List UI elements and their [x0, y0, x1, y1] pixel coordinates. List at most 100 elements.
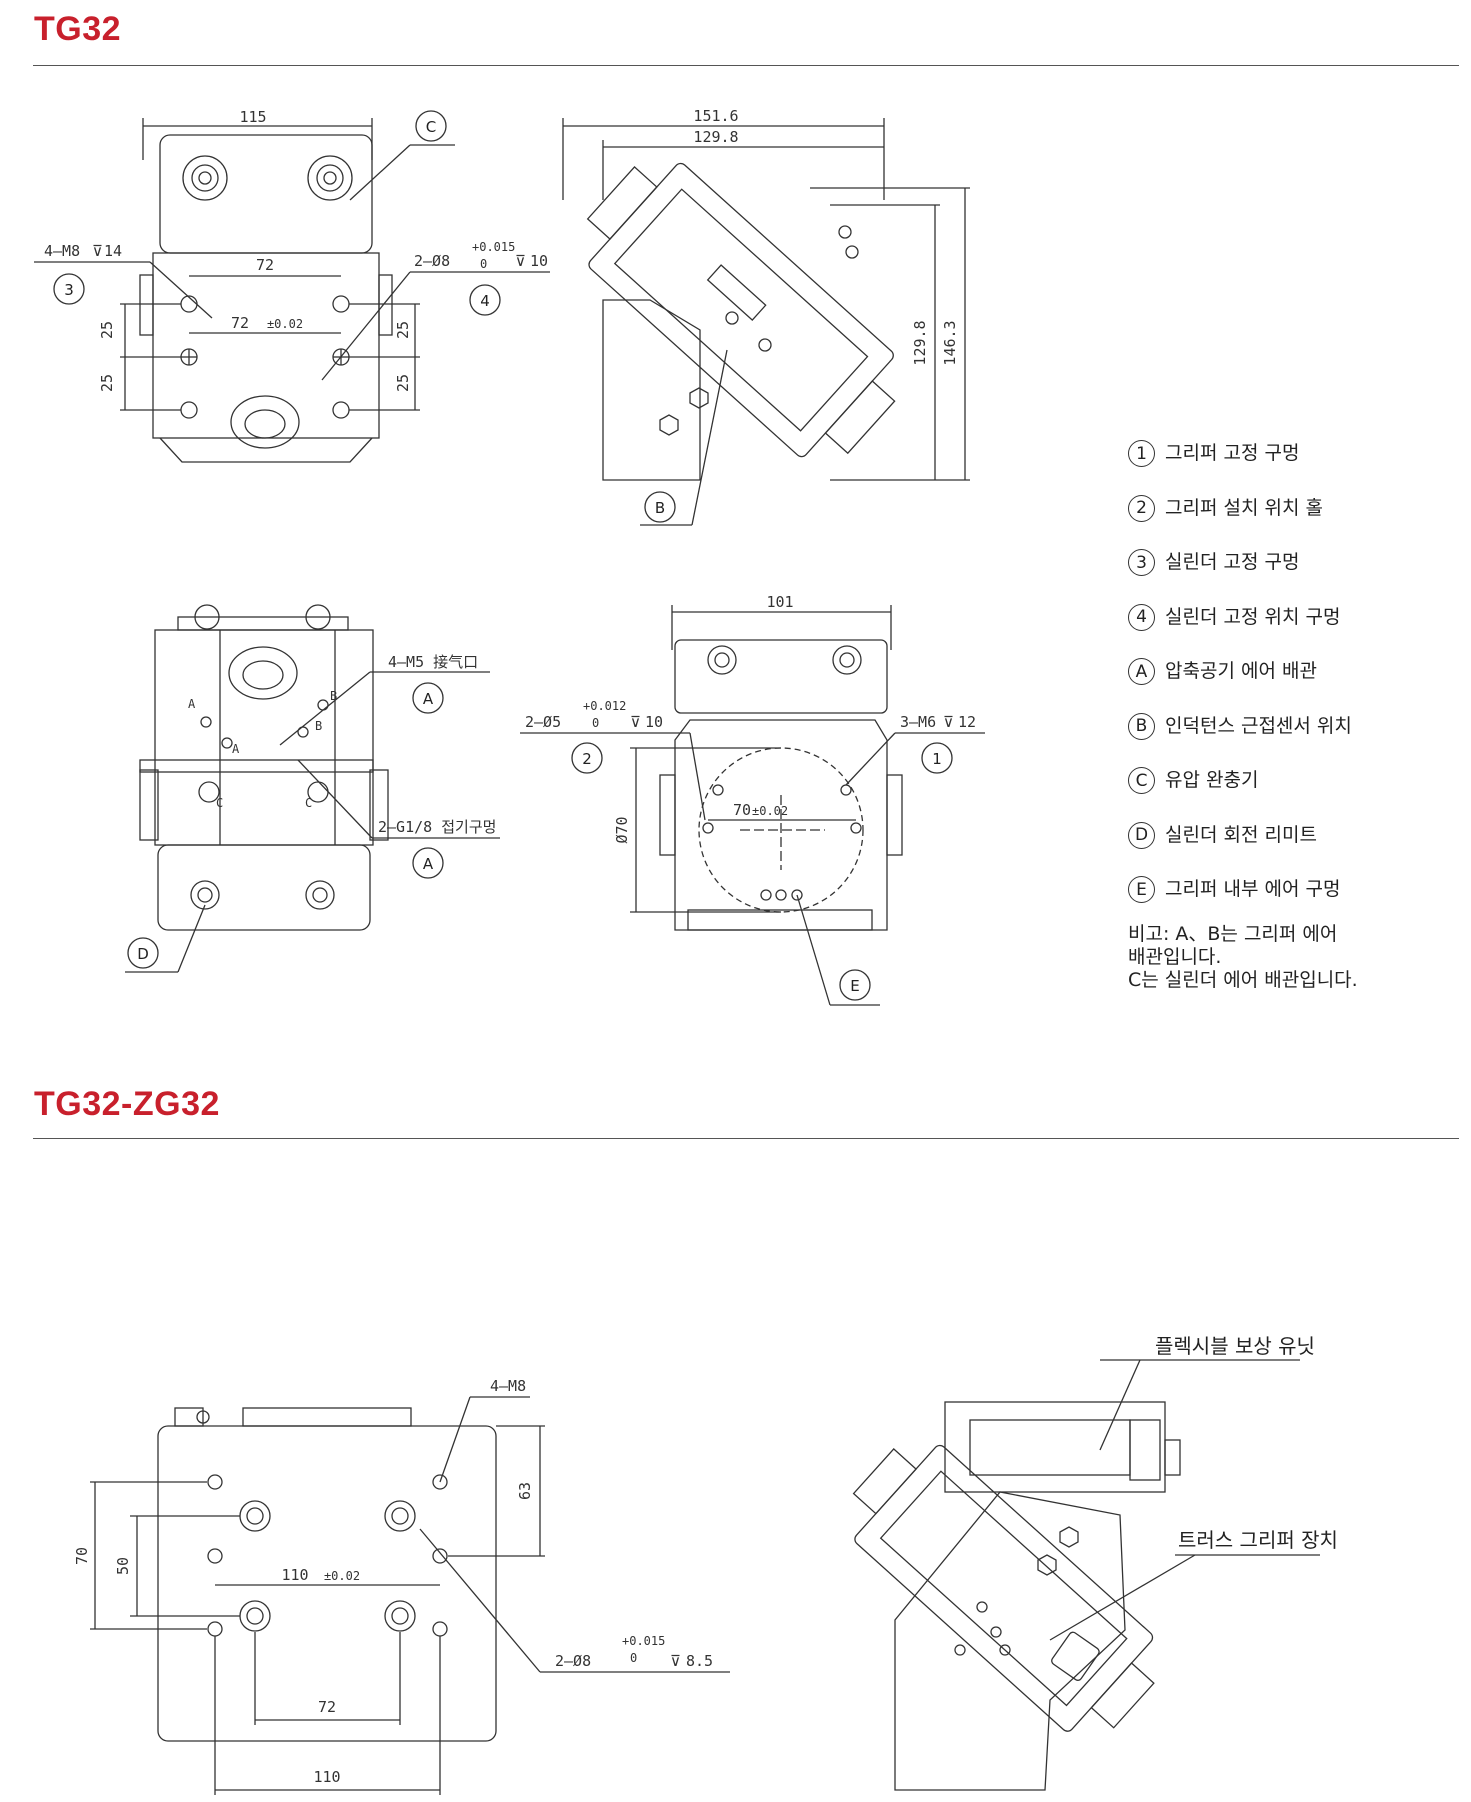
- dim-72-tolerance: ±0.02: [267, 317, 303, 331]
- legend-text: 그리퍼 고정 구멍: [1165, 442, 1300, 464]
- legend-item-a: A 압축공기 에어 배관: [1128, 658, 1458, 713]
- svg-text:⊽: ⊽: [943, 713, 954, 731]
- legend-key-circle: 4: [1128, 603, 1155, 631]
- dim-25-left-a: 25: [98, 321, 116, 339]
- legend-item-1: 1 그리퍼 고정 구멍: [1128, 440, 1458, 495]
- legend-key-circle: 2: [1128, 494, 1155, 522]
- dim-110-tol: ±0.02: [324, 1569, 360, 1583]
- legend-item-3: 3 실린더 고정 구멍: [1128, 549, 1458, 604]
- callout-zg-tol-low: 0: [630, 1651, 637, 1665]
- bubble-2: 2: [582, 750, 592, 768]
- mark-a2: A: [232, 742, 240, 756]
- mark-b1: B: [330, 689, 337, 703]
- bubble-b: B: [655, 499, 665, 517]
- mark-c1: C: [216, 796, 223, 810]
- callout-zg-4-m8: 4–M8: [490, 1377, 526, 1395]
- legend-item-d: D 실린더 회전 리미트: [1128, 821, 1458, 877]
- dim-72-zg: 72: [318, 1698, 336, 1716]
- svg-text:⊽: ⊽: [515, 252, 526, 270]
- callout-2-dia5-tol-low: 0: [592, 716, 599, 730]
- dim-70-zg: 70: [73, 1547, 91, 1565]
- callout-2-dia8: 2–Ø8: [414, 252, 450, 270]
- dim-dia70: Ø70: [613, 816, 631, 843]
- dim-72: 72: [256, 256, 274, 274]
- section-title-tg32-zg32: TG32-ZG32: [34, 1085, 220, 1123]
- view-rear-bottom-left: A A B B C C 4–M5 接气口 A 2–G1/8 접기구멍 A D: [125, 604, 500, 973]
- dim-110-zg: 110: [313, 1768, 340, 1786]
- svg-text:⊽: ⊽: [670, 1652, 681, 1670]
- bubble-d: D: [137, 945, 149, 963]
- dim-25-right-a: 25: [394, 321, 412, 339]
- bubble-4: 4: [480, 292, 490, 310]
- bubble-1: 1: [932, 750, 942, 768]
- legend-key-circle: D: [1128, 821, 1155, 849]
- dim-72-tol: 72: [231, 314, 249, 332]
- legend-text: 그리퍼 설치 위치 홀: [1165, 496, 1323, 519]
- callout-4-m8: 4–M8: [44, 242, 80, 260]
- legend-text: 실린더 고정 구멍: [1165, 551, 1300, 573]
- legend-key-circle: C: [1128, 767, 1155, 794]
- mark-c2: C: [305, 796, 312, 810]
- svg-text:⊽: ⊽: [630, 713, 641, 731]
- dim-63-zg: 63: [516, 1482, 534, 1500]
- view-bottom-bottom-right: 101 70 ±0.02 Ø70 2–Ø5 +0.012 0 ⊽ 10 2 3–…: [520, 593, 985, 1006]
- legend-item-b: B 인덕턴스 근접센서 위치: [1128, 712, 1458, 768]
- dim-151-6: 151.6: [693, 107, 738, 125]
- legend-key-circle: B: [1128, 712, 1155, 740]
- view-zg-left: 70 50 63 110 ±0.02 72 110 4–M8 2–Ø8 +0.0…: [73, 1377, 730, 1795]
- dim-70-inner-tol: ±0.02: [752, 804, 788, 818]
- bubble-e: E: [850, 977, 859, 995]
- callout-2-g1-8: 2–G1/8 접기구멍: [378, 818, 496, 836]
- label-flexible-unit: 플렉시블 보상 유닛: [1155, 1334, 1315, 1358]
- bubble-a2: A: [423, 855, 434, 873]
- callout-2-dia5: 2–Ø5: [525, 713, 561, 731]
- callout-zg-depth: 8.5: [686, 1652, 713, 1670]
- legend-text: 실린더 고정 위치 구멍: [1165, 605, 1341, 628]
- legend-text: 압축공기 에어 배관: [1165, 660, 1317, 682]
- svg-text:⊽: ⊽: [92, 242, 103, 260]
- callout-2-dia5-depth: 10: [645, 713, 663, 731]
- callout-zg-2-dia8: 2–Ø8: [555, 1652, 591, 1670]
- dim-70-inner: 70: [733, 801, 751, 819]
- legend-item-4: 4 실린더 고정 위치 구멍: [1128, 603, 1458, 659]
- legend-text: 유압 완충기: [1165, 769, 1259, 791]
- callout-3-m6-depth: 12: [958, 713, 976, 731]
- legend-text: 실린더 회전 리미트: [1165, 823, 1317, 846]
- legend-item-2: 2 그리퍼 설치 위치 홀: [1128, 494, 1458, 550]
- bubble-c: C: [426, 118, 436, 136]
- label-truss-gripper: 트러스 그리퍼 장치: [1178, 1528, 1338, 1552]
- section-title-tg32: TG32: [34, 10, 122, 48]
- dim-25-right-b: 25: [394, 374, 412, 392]
- view-side-top-right: 151.6 129.8 129.8 146.3 B: [562, 107, 970, 526]
- dim-110-mid: 110: [281, 1566, 308, 1584]
- legend-key-circle: A: [1128, 658, 1155, 685]
- dim-25-left-b: 25: [98, 374, 116, 392]
- mark-a1: A: [188, 697, 196, 711]
- dim-115: 115: [239, 108, 266, 126]
- view-zg-right: [852, 1359, 1320, 1791]
- legend: 1 그리퍼 고정 구멍 2 그리퍼 설치 위치 홀 3 실린더 고정 구멍 4 …: [1128, 440, 1458, 992]
- view-front-top-left: 115 72 72 ±0.02 25 25 25 25 4–M8: [34, 108, 550, 463]
- legend-text: 그리퍼 내부 에어 구멍: [1165, 878, 1341, 900]
- legend-item-c: C 유압 완충기: [1128, 767, 1458, 822]
- section-divider-2: [33, 1138, 1459, 1139]
- bubble-a1: A: [423, 690, 434, 708]
- callout-4-m5: 4–M5 接气口: [388, 653, 478, 671]
- callout-zg-tol-up: +0.015: [622, 1634, 665, 1648]
- section-divider-1: [33, 65, 1459, 66]
- callout-2-dia5-tol-up: +0.012: [583, 699, 626, 713]
- callout-2-dia8-tol-low: 0: [480, 257, 487, 271]
- bubble-3: 3: [64, 281, 74, 299]
- callout-3-m6: 3–M6: [900, 713, 936, 731]
- legend-item-e: E 그리퍼 내부 에어 구멍: [1128, 876, 1458, 931]
- legend-note: 비고: A、B는 그리퍼 에어 배관입니다. C는 실린더 에어 배관입니다.: [1128, 922, 1358, 991]
- legend-key-circle: 1: [1128, 440, 1155, 467]
- legend-key-circle: E: [1128, 876, 1155, 903]
- callout-2-dia8-depth: 10: [530, 252, 548, 270]
- dim-129-8-v: 129.8: [911, 320, 929, 365]
- dim-129-8-h: 129.8: [693, 128, 738, 146]
- dim-50-zg: 50: [114, 1557, 132, 1575]
- callout-2-dia8-tol-up: +0.015: [472, 240, 515, 254]
- dim-146-3: 146.3: [941, 320, 959, 365]
